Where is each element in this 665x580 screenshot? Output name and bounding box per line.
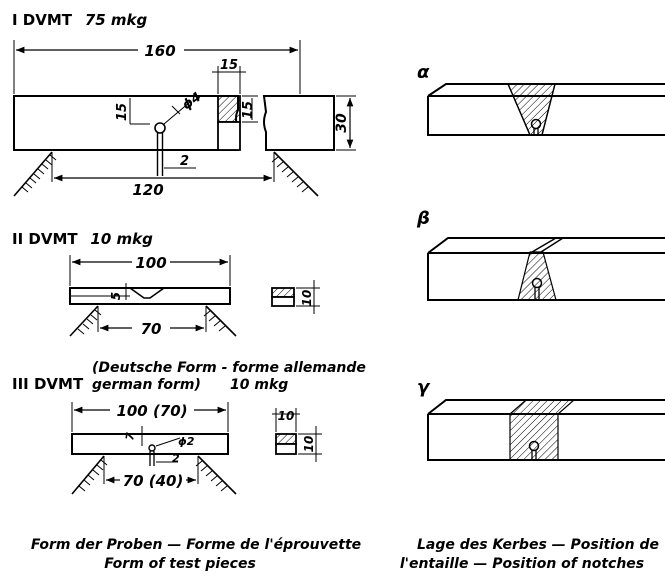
dim-length-3: 100 (70) xyxy=(116,402,187,420)
notch-position-alpha: α xyxy=(417,62,665,136)
dim-span-1: 120 xyxy=(132,181,163,199)
dim-notch-diameter-1: ϕ4 xyxy=(180,90,205,113)
caption-right-line2: l'entaille — Position of notches xyxy=(400,556,644,572)
dim-span-2: 70 xyxy=(141,320,162,338)
dim-notch-depth-2: 5 xyxy=(109,292,123,300)
dim-span-3: 70 (40) xyxy=(123,472,184,490)
dim-length-1: 160 xyxy=(144,42,175,60)
notch-position-beta: β xyxy=(416,208,665,301)
specimen-3-note-1: (Deutsche Form - forme allemande xyxy=(92,360,366,376)
specimen-3-energy: 10 mkg xyxy=(230,377,288,393)
specimen-1: I DVMT 75 mkg 160 15 ϕ4 2 xyxy=(12,11,356,199)
dim-notch-width-3: 2 xyxy=(172,452,180,465)
specimen-2: II DVMT 10 mkg 100 5 7 xyxy=(12,230,320,338)
dim-height-1: 30 xyxy=(334,113,350,133)
dim-height-section-1: 15 xyxy=(241,101,256,119)
dim-width-section-1: 15 xyxy=(220,58,238,73)
label-gamma: γ xyxy=(417,377,431,398)
specimen-3-title: III DVMT xyxy=(12,375,84,393)
caption-right-line1: Lage des Kerbes — Position de xyxy=(417,537,659,553)
label-beta: β xyxy=(416,208,430,229)
specimen-3: (Deutsche Form - forme allemande III DVM… xyxy=(12,360,366,495)
caption-left-line1: Form der Proben — Forme de l'éprouvette xyxy=(31,537,361,553)
specimen-2-title: II DVMT 10 mkg xyxy=(12,230,153,248)
dim-width-section-3: 10 xyxy=(278,409,295,423)
dim-length-2: 100 xyxy=(135,254,166,272)
dim-notch-width-1: 2 xyxy=(180,154,189,169)
dim-notch-depth-1: 15 xyxy=(115,103,130,121)
dim-height-2: 10 xyxy=(300,290,314,307)
caption-left-line2: Form of test pieces xyxy=(104,556,256,572)
dim-height-3: 10 xyxy=(302,436,316,453)
label-alpha: α xyxy=(417,62,430,83)
dim-notch-depth-3: 7 xyxy=(123,431,137,441)
dim-notch-diameter-3: ϕ2 xyxy=(178,435,195,448)
specimen-3-note-2: german form) xyxy=(92,377,201,393)
notch-position-gamma: γ xyxy=(417,377,665,461)
specimen-1-title: I DVMT 75 mkg xyxy=(12,11,148,29)
